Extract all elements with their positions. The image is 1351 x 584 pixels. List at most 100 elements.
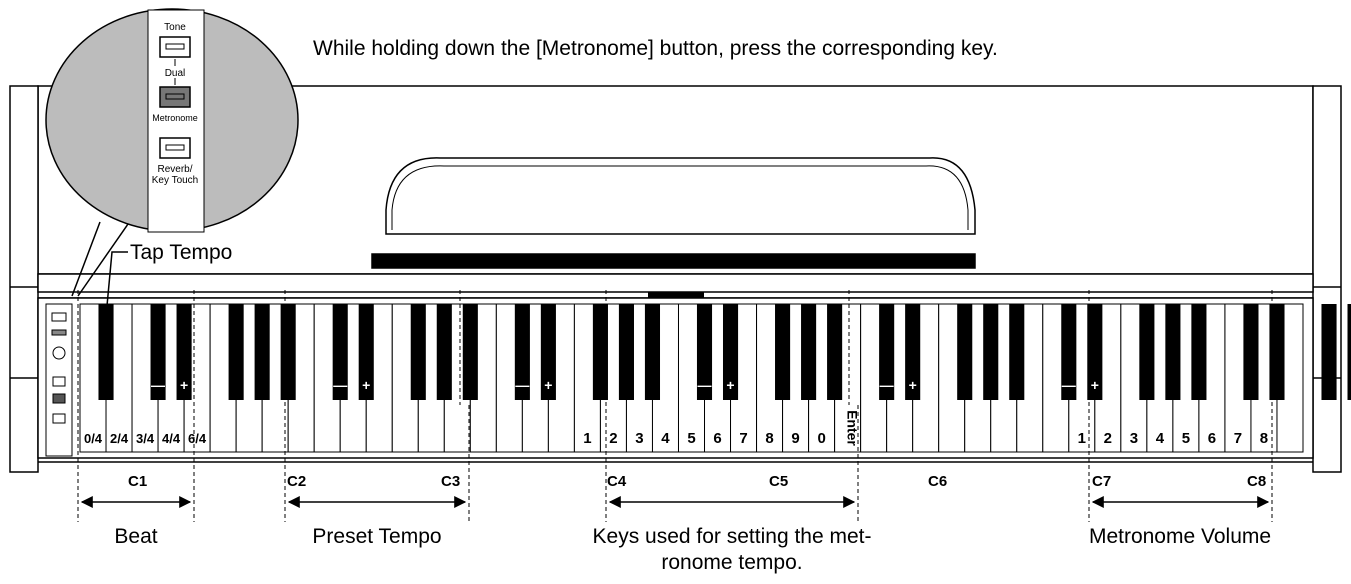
- black-key[interactable]: [228, 304, 244, 400]
- black-key[interactable]: [879, 304, 895, 400]
- plus-key-label: +: [180, 377, 188, 393]
- black-key[interactable]: [775, 304, 791, 400]
- black-key[interactable]: [1191, 304, 1207, 400]
- tempo-key-label: 3: [635, 430, 643, 447]
- metronome-label: Metronome: [152, 113, 198, 123]
- beat-key-label: 6/4: [188, 431, 207, 446]
- preset-tempo-label: Preset Tempo: [312, 525, 442, 548]
- tempo-keys-label-line1: Keys used for setting the met-: [592, 525, 872, 548]
- tempo-key-label: 8: [765, 430, 773, 447]
- power-button[interactable]: [51, 312, 67, 322]
- plus-key-label: +: [544, 377, 552, 393]
- panel-tone-button[interactable]: [52, 376, 66, 387]
- tempo-key-label: 0: [817, 430, 825, 447]
- beat-key-label: 4/4: [162, 431, 181, 446]
- metronome-button[interactable]: [159, 86, 191, 108]
- black-key[interactable]: [358, 304, 374, 400]
- volume-key-label: 5: [1182, 430, 1190, 447]
- minus-key-label: —: [333, 377, 347, 393]
- black-key[interactable]: [410, 304, 426, 400]
- minus-key-label: —: [1062, 377, 1076, 393]
- reverb-label: Reverb/: [157, 164, 192, 175]
- octave-c7: C7: [1092, 473, 1112, 490]
- beat-key-label: 3/4: [136, 431, 155, 446]
- panel-reverb-button[interactable]: [52, 413, 66, 424]
- black-key[interactable]: [722, 304, 739, 400]
- black-key[interactable]: [1061, 304, 1077, 400]
- black-key[interactable]: [436, 304, 452, 400]
- black-key[interactable]: [696, 304, 713, 400]
- black-key[interactable]: [176, 304, 192, 400]
- plus-key-label: +: [909, 377, 917, 393]
- tempo-key-label: 7: [739, 430, 747, 447]
- black-key[interactable]: [1139, 304, 1155, 400]
- tempo-key-label: 9: [791, 430, 799, 447]
- black-key[interactable]: [1087, 304, 1103, 400]
- volume-key-label: 6: [1208, 430, 1216, 447]
- black-key[interactable]: [644, 304, 661, 400]
- cabinet-right-side: [1312, 85, 1342, 473]
- black-key[interactable]: [592, 304, 608, 400]
- black-key[interactable]: [905, 304, 921, 400]
- tempo-key-label: 1: [583, 430, 591, 447]
- octave-c3: C3: [441, 473, 461, 490]
- enter-key-label: Enter: [845, 410, 861, 446]
- cabinet-left-side: [9, 85, 39, 473]
- black-key[interactable]: [1321, 304, 1337, 400]
- keyboard: [79, 303, 1351, 453]
- music-rest: [371, 157, 976, 269]
- volume-key-label: 2: [1104, 430, 1112, 447]
- volume-key-label: 8: [1260, 430, 1268, 447]
- octave-c6: C6: [928, 473, 948, 490]
- tempo-key-label: 2: [609, 430, 617, 447]
- minus-key-label: —: [698, 377, 712, 393]
- volume-key-label: 4: [1156, 430, 1165, 447]
- black-key[interactable]: [801, 304, 817, 400]
- black-key[interactable]: [540, 304, 556, 400]
- black-key[interactable]: [280, 304, 296, 400]
- callout-bubble: Tone Dual Metronome Reverb/ Key Touch: [45, 8, 299, 297]
- beat-key-label: 0/4: [84, 431, 103, 446]
- black-key[interactable]: [827, 304, 843, 400]
- minus-key-label: —: [880, 377, 894, 393]
- octave-c1: C1: [128, 473, 148, 490]
- tempo-key-label: 4: [661, 430, 670, 447]
- metronome-volume-label: Metronome Volume: [1088, 525, 1272, 548]
- black-key[interactable]: [462, 304, 478, 400]
- black-key[interactable]: [957, 304, 973, 400]
- tap-tempo-leader: [103, 251, 128, 339]
- black-key[interactable]: [1269, 304, 1285, 400]
- black-key[interactable]: [150, 304, 166, 400]
- octave-c8: C8: [1247, 473, 1267, 490]
- tempo-keys-label: Keys used for setting the met- ronome te…: [542, 524, 922, 576]
- panel-metronome-button[interactable]: [52, 393, 66, 404]
- black-key[interactable]: [254, 304, 270, 400]
- minus-key-label: —: [151, 377, 165, 393]
- octave-c5: C5: [769, 473, 789, 490]
- tone-button[interactable]: [159, 36, 191, 58]
- plus-key-label: +: [726, 377, 734, 393]
- volume-knob[interactable]: [52, 346, 66, 360]
- reverb-button[interactable]: [159, 137, 191, 159]
- black-key[interactable]: [332, 304, 348, 400]
- beat-key-label: 2/4: [110, 431, 129, 446]
- black-key[interactable]: [514, 304, 530, 400]
- minus-key-label: —: [515, 377, 529, 393]
- octave-c4: C4: [607, 473, 627, 490]
- black-key[interactable]: [1243, 304, 1259, 400]
- black-key[interactable]: [983, 304, 999, 400]
- dual-label: Dual: [165, 68, 186, 79]
- volume-key-label: 7: [1234, 430, 1242, 447]
- black-key[interactable]: [1009, 304, 1025, 400]
- range-dividers: [77, 290, 1273, 522]
- beat-label: Beat: [114, 525, 158, 548]
- black-key[interactable]: [1165, 304, 1181, 400]
- plus-key-label: +: [362, 377, 370, 393]
- key-touch-label: Key Touch: [152, 175, 199, 186]
- black-key[interactable]: [1347, 304, 1351, 400]
- volume-key-label: 1: [1078, 430, 1086, 447]
- black-key[interactable]: [618, 304, 634, 400]
- black-key[interactable]: [98, 304, 114, 400]
